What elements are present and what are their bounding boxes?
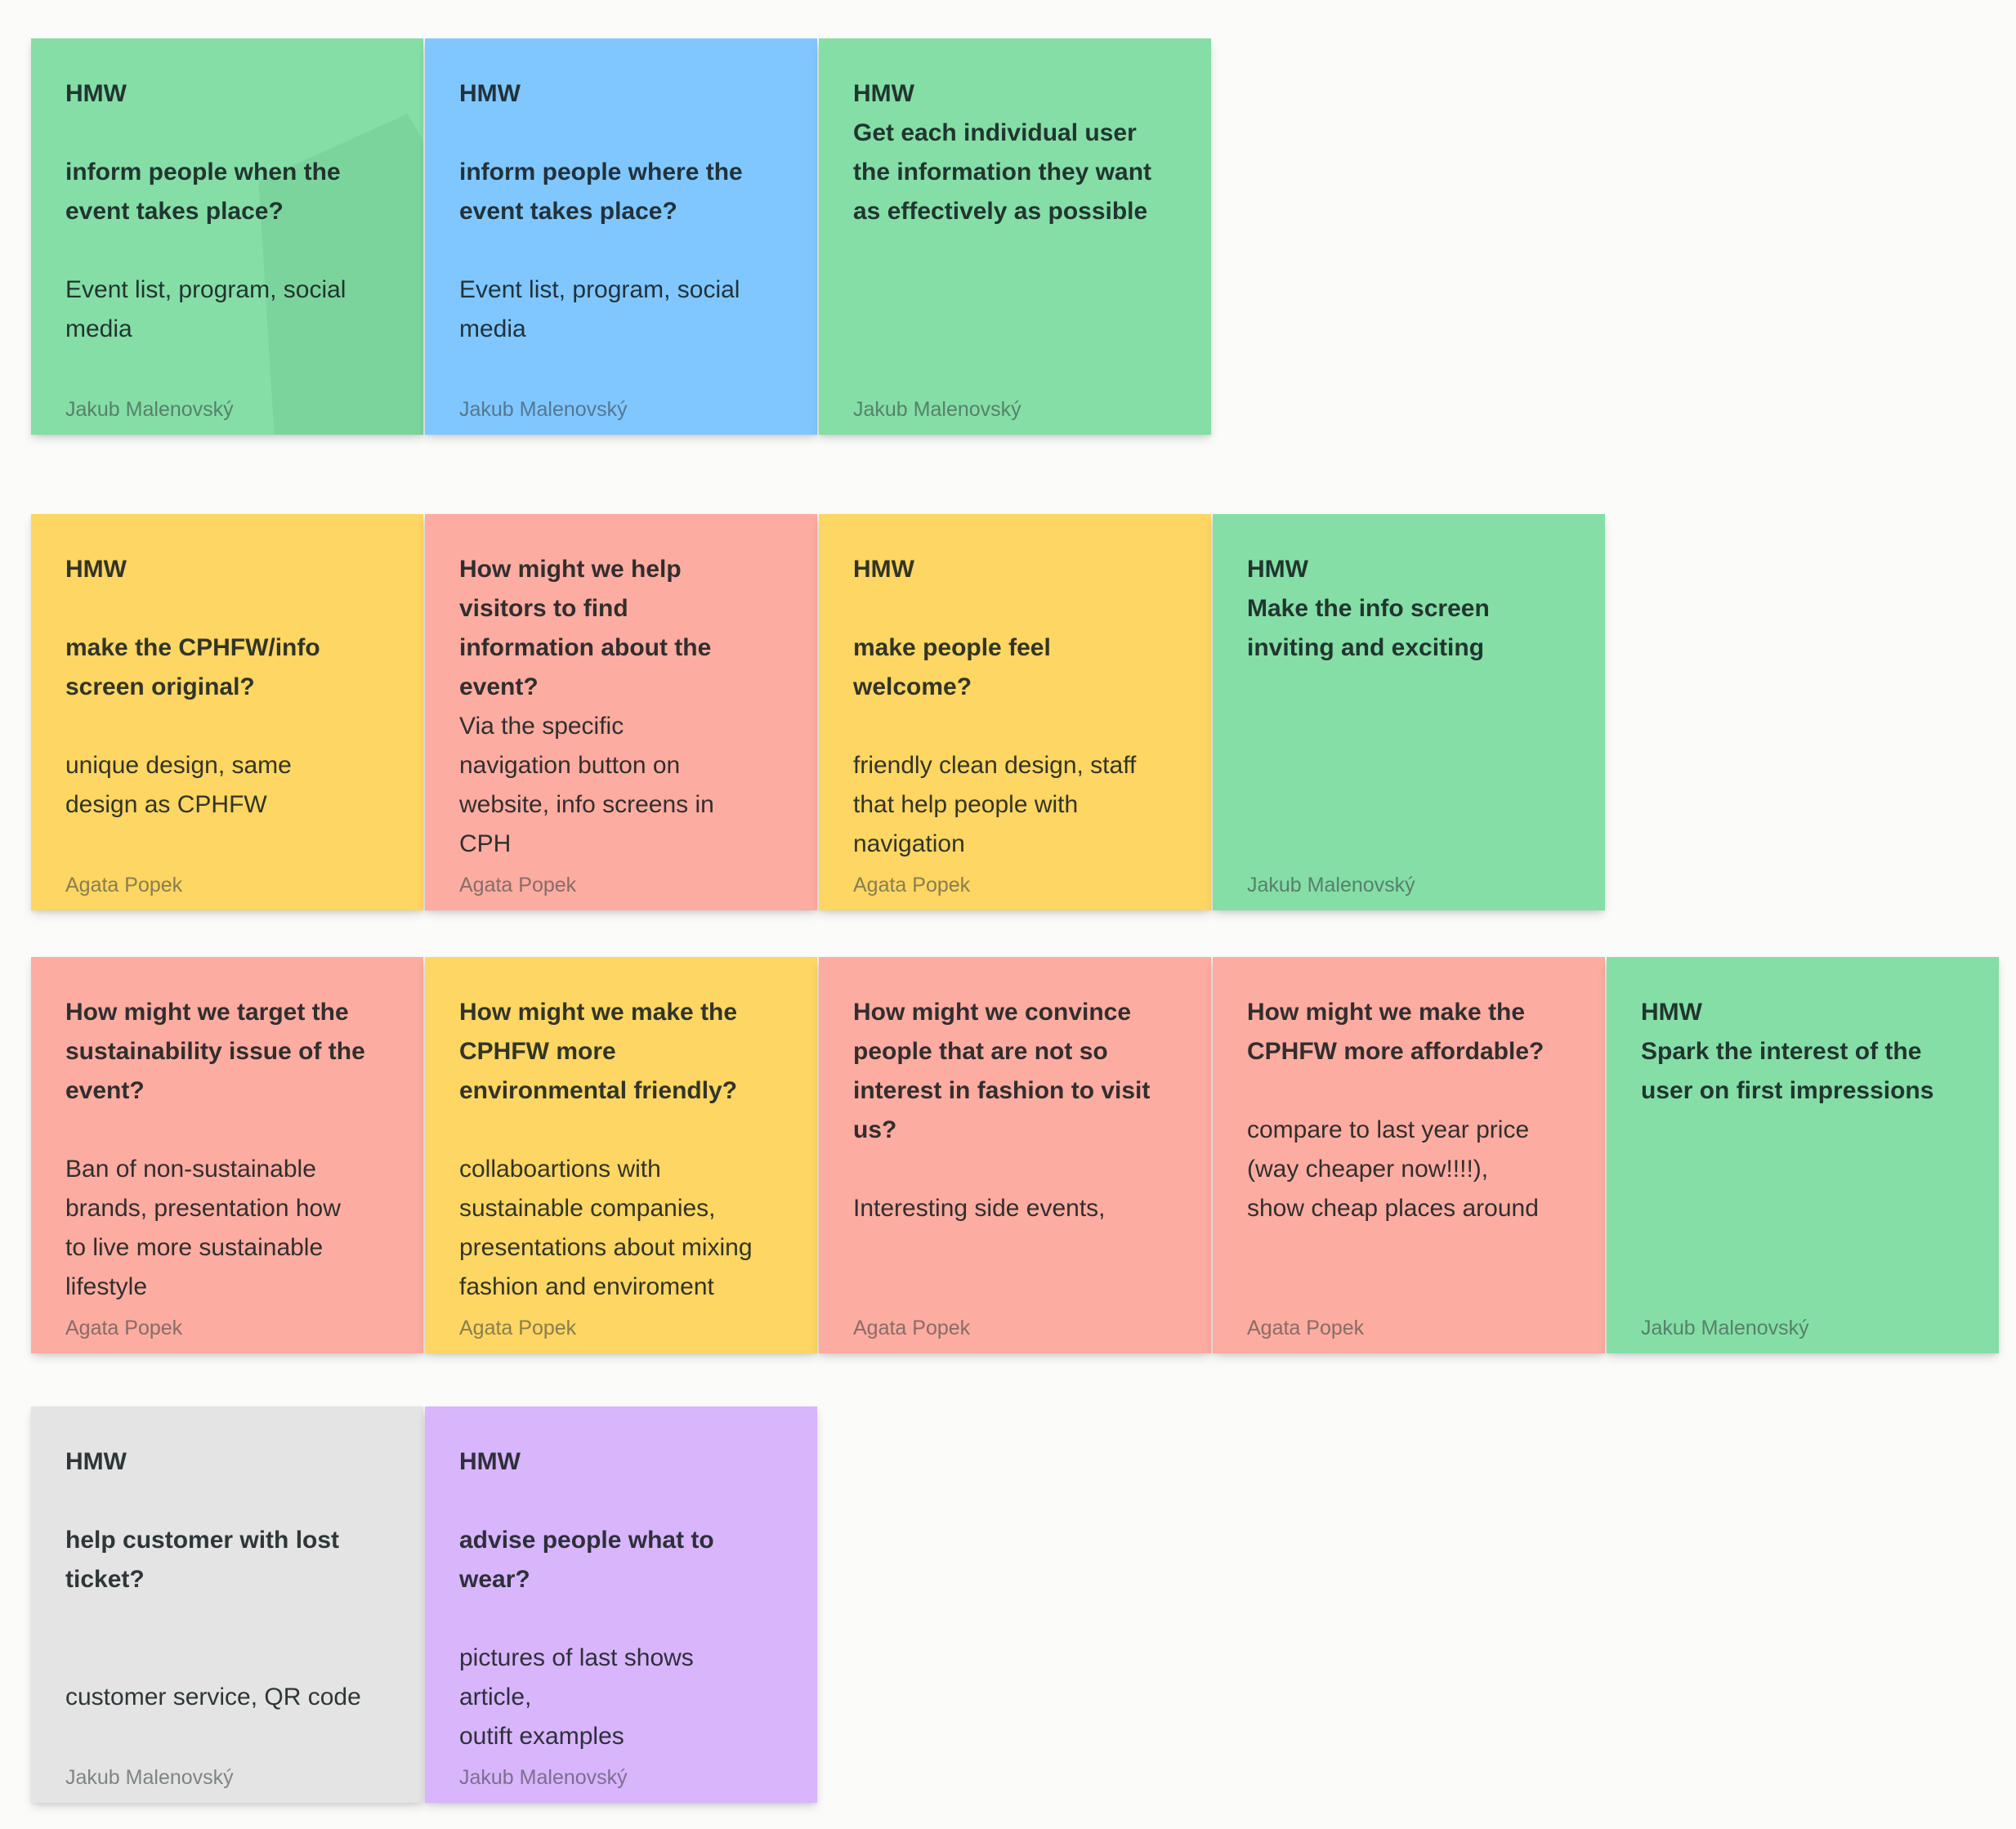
note-author: Agata Popek [853,1317,971,1339]
note-author: Agata Popek [1247,1317,1365,1339]
note-question: inform people when the event takes place… [65,159,341,225]
note-question: How might we target the sustainability i… [65,999,365,1104]
note-question: How might we help visitors to find infor… [459,556,712,700]
note-author: Jakub Malenovský [853,398,1021,421]
note-author: Jakub Malenovský [459,1766,628,1789]
note-question: Make the info screen inviting and exciti… [1247,595,1490,661]
note-row-3: How might we target the sustainability i… [31,957,2016,1353]
sticky-note[interactable]: HMW inform people when the event takes p… [31,38,423,435]
note-author: Jakub Malenovský [1641,1317,1809,1339]
note-row-4: HMW help customer with lost ticket? cust… [31,1406,2016,1803]
note-heading: HMW [459,1448,521,1475]
sticky-note[interactable]: How might we make the CPHFW more environ… [425,957,817,1353]
note-author: Jakub Malenovský [1247,874,1415,897]
note-answer: Event list, program, social media [65,276,346,342]
note-author: Jakub Malenovský [459,398,628,421]
note-answer: unique design, same design as CPHFW [65,752,292,818]
note-heading: HMW [65,80,127,107]
note-heading: HMW [65,1448,127,1475]
note-author: Agata Popek [853,874,971,897]
note-heading: HMW [853,556,914,583]
note-question: inform people where the event takes plac… [459,159,743,225]
note-question: Spark the interest of the user on first … [1641,1038,1934,1104]
sticky-note[interactable]: How might we make the CPHFW more afforda… [1213,957,1605,1353]
sticky-note[interactable]: HMW Spark the interest of the user on fi… [1607,957,1999,1353]
note-question: How might we convince people that are no… [853,999,1151,1143]
note-question: advise people what to wear? [459,1527,714,1593]
note-answer: friendly clean design, staff that help p… [853,752,1137,857]
note-author: Agata Popek [65,874,183,897]
note-heading: HMW [1247,556,1308,583]
note-answer: Event list, program, social media [459,276,740,342]
note-author: Agata Popek [65,1317,183,1339]
note-row-2: HMW make the CPHFW/info screen original?… [31,514,2016,910]
sticky-note[interactable]: How might we help visitors to find infor… [425,514,817,910]
note-answer: Ban of non-sustainable brands, presentat… [65,1156,341,1300]
note-heading: HMW [65,556,127,583]
note-answer: compare to last year price (way cheaper … [1247,1116,1539,1222]
note-question: make the CPHFW/info screen original? [65,634,320,700]
note-author: Jakub Malenovský [65,398,234,421]
note-question: help customer with lost ticket? [65,1527,340,1593]
note-row-1: HMW inform people when the event takes p… [31,38,2016,435]
sticky-note[interactable]: HMW make the CPHFW/info screen original?… [31,514,423,910]
note-heading: HMW [459,80,521,107]
note-question: How might we make the CPHFW more afforda… [1247,999,1544,1065]
note-heading: HMW [1641,999,1702,1026]
sticky-note[interactable]: How might we convince people that are no… [819,957,1211,1353]
sticky-note[interactable]: How might we target the sustainability i… [31,957,423,1353]
sticky-note[interactable]: HMW Get each individual user the informa… [819,38,1211,435]
note-author: Agata Popek [459,1317,577,1339]
note-answer: collaboartions with sustainable companie… [459,1156,753,1300]
sticky-note[interactable]: HMW make people feel welcome? friendly c… [819,514,1211,910]
note-question: make people feel welcome? [853,634,1051,700]
note-heading: HMW [853,80,914,107]
note-author: Jakub Malenovský [65,1766,234,1789]
sticky-note[interactable]: HMW help customer with lost ticket? cust… [31,1406,423,1803]
note-question: Get each individual user the information… [853,119,1152,225]
sticky-note[interactable]: HMW inform people where the event takes … [425,38,817,435]
note-answer: Via the specific navigation button on we… [459,713,714,857]
note-answer: customer service, QR code [65,1684,361,1710]
note-author: Agata Popek [459,874,577,897]
sticky-note[interactable]: HMW Make the info screen inviting and ex… [1213,514,1605,910]
sticky-note[interactable]: HMW advise people what to wear? pictures… [425,1406,817,1803]
note-answer: Interesting side events, [853,1195,1106,1222]
note-answer: pictures of last shows article, outift e… [459,1644,694,1750]
note-question: How might we make the CPHFW more environ… [459,999,738,1104]
